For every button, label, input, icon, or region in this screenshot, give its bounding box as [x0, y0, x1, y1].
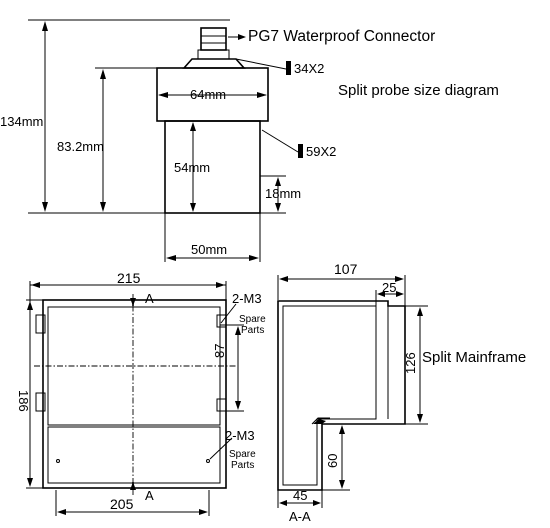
- section-height-label: 126: [403, 352, 418, 374]
- mainframe-height-label: 186: [16, 390, 31, 412]
- connector-label: PG7 Waterproof Connector: [248, 28, 435, 45]
- mainframe-width-top-label: 215: [117, 270, 141, 286]
- probe-total-height-label: 134mm: [0, 114, 43, 129]
- probe-cap: [182, 58, 246, 69]
- probe-body-dimension-label: 59X2: [306, 144, 336, 159]
- section-mark-top: A: [145, 291, 154, 306]
- mainframe-front-view: 215 186 87 205 A A 2-M3 Spare Parts 2-M3…: [16, 270, 526, 516]
- probe-body-height-label: 83.2mm: [57, 139, 104, 154]
- mainframe-title: Split Mainframe: [422, 349, 526, 366]
- spare-top-line2: Parts: [241, 325, 264, 336]
- mainframe-lower-panel: [47, 426, 221, 484]
- section-depth-label: 107: [334, 261, 358, 277]
- screw-top-label: 2-M3: [232, 291, 262, 306]
- spare-bottom-line2: Parts: [231, 460, 254, 471]
- probe-diagram-title: Split probe size diagram: [338, 82, 499, 99]
- probe-bottom-width-label: 50mm: [191, 242, 227, 257]
- cap-dimension-label: 34X2: [294, 61, 324, 76]
- mainframe-width-bottom-label: 205: [110, 496, 134, 512]
- spare-top-line1: Spare: [239, 314, 266, 325]
- spare-bottom-line1: Spare: [229, 449, 256, 460]
- probe-width-top-label: 64mm: [190, 87, 226, 102]
- section-top-offset-label: 25: [382, 280, 396, 295]
- probe-connector: [200, 27, 227, 51]
- probe-lower-height-label: 54mm: [174, 160, 210, 175]
- section-lower-height-label: 60: [325, 454, 340, 468]
- section-view: 107 25 126 60 45 A-A: [277, 261, 428, 524]
- section-mark-bottom: A: [145, 488, 154, 503]
- probe-body: [164, 120, 261, 214]
- probe-bottom-gap-label: 18mm: [265, 186, 301, 201]
- mainframe-housing: [42, 299, 227, 489]
- screw-bottom-label: 2-M3: [225, 428, 255, 443]
- section-name-label: A-A: [289, 509, 311, 524]
- probe-drawing: PG7 Waterproof Connector 34X2 Split prob…: [0, 19, 499, 262]
- mainframe-mid-height-label: 87: [212, 344, 227, 358]
- section-base-width-label: 45: [293, 488, 307, 503]
